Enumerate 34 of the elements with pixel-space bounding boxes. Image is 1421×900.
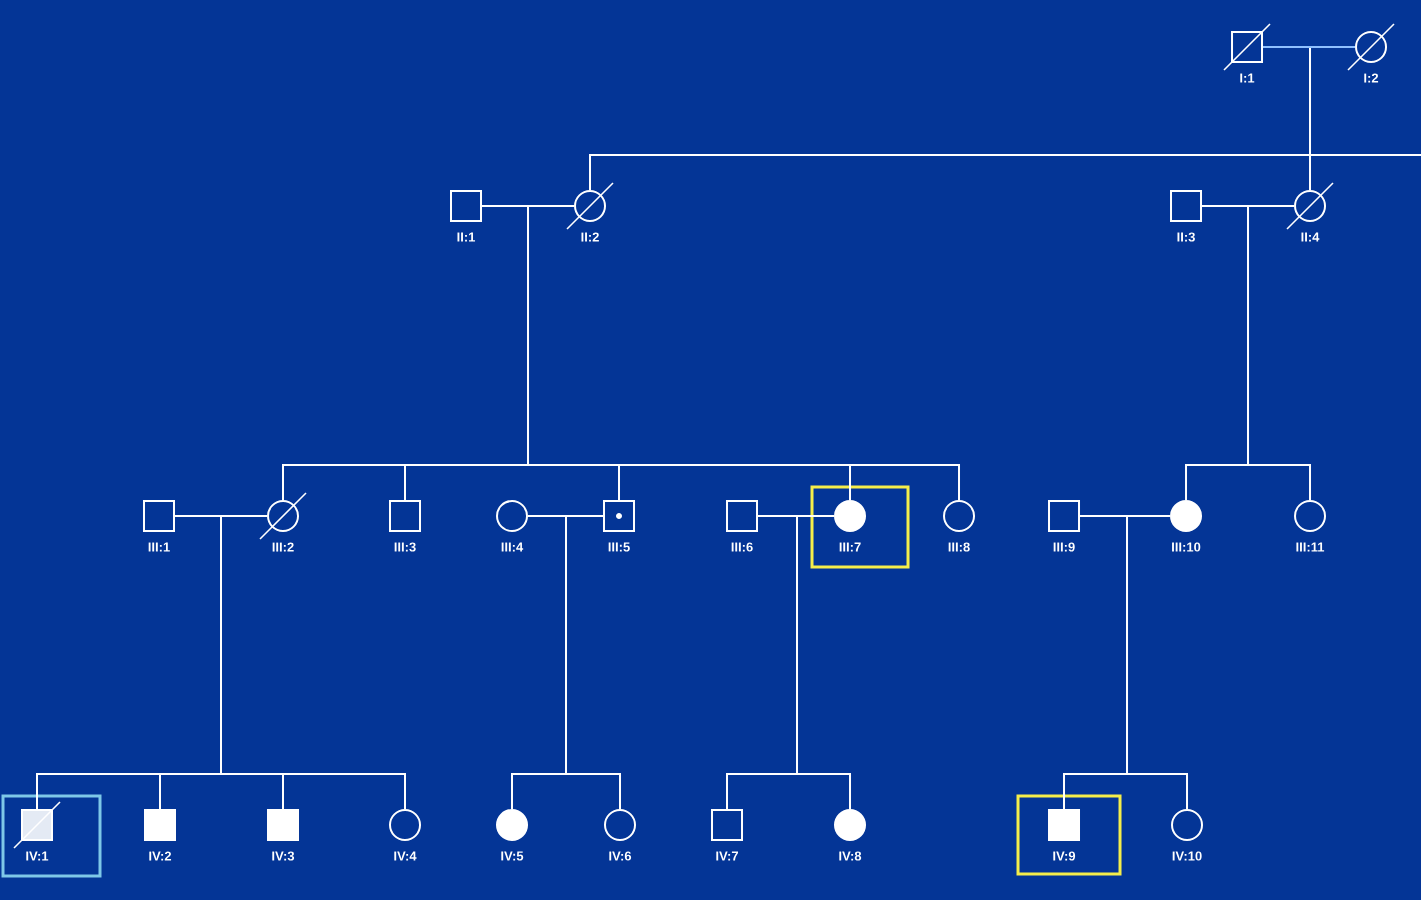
marriage-line (757, 515, 835, 517)
individual-id: III:3 (394, 542, 416, 552)
individual-id: IV:3 (272, 851, 295, 861)
marriage-line (1262, 46, 1356, 48)
individual-id: III:10 (1172, 542, 1201, 552)
individual-id: III:6 (731, 542, 753, 552)
individual-id: IV:2 (149, 851, 172, 861)
individual-id: III:2 (272, 542, 294, 552)
individual-id: IV:8 (839, 851, 862, 861)
individual-id: IV:10 (1172, 851, 1202, 861)
marriage-line (481, 205, 575, 207)
individual-id: III:1 (148, 542, 170, 552)
individual-id: IV:9 (1053, 851, 1076, 861)
individual-id: IV:4 (394, 851, 417, 861)
individual-id: I:2 (1364, 73, 1379, 83)
individual-id: III:4 (501, 542, 524, 552)
marriage-line (527, 515, 604, 517)
individual-id: III:5 (608, 542, 630, 552)
individual-id: II:2 (581, 232, 599, 242)
marriage-line (174, 515, 268, 517)
individual-id: II:4 (1301, 232, 1320, 242)
individual-id: IV:1 (26, 851, 49, 861)
individual-id: III:7 (839, 542, 861, 552)
individual-id: IV:7 (716, 851, 738, 861)
marriage-line (1079, 515, 1171, 517)
individual-id: I:1 (1240, 73, 1255, 83)
individual-id: III:9 (1053, 542, 1075, 552)
individual-id: IV:5 (501, 851, 524, 861)
individual-id: III:8 (948, 542, 970, 552)
marriage-line (1201, 205, 1295, 207)
individual-id: III:11 (1296, 542, 1325, 552)
individual-id: IV:6 (609, 851, 632, 861)
individual-id: II:3 (1177, 232, 1195, 242)
individual-id: II:1 (457, 232, 476, 242)
